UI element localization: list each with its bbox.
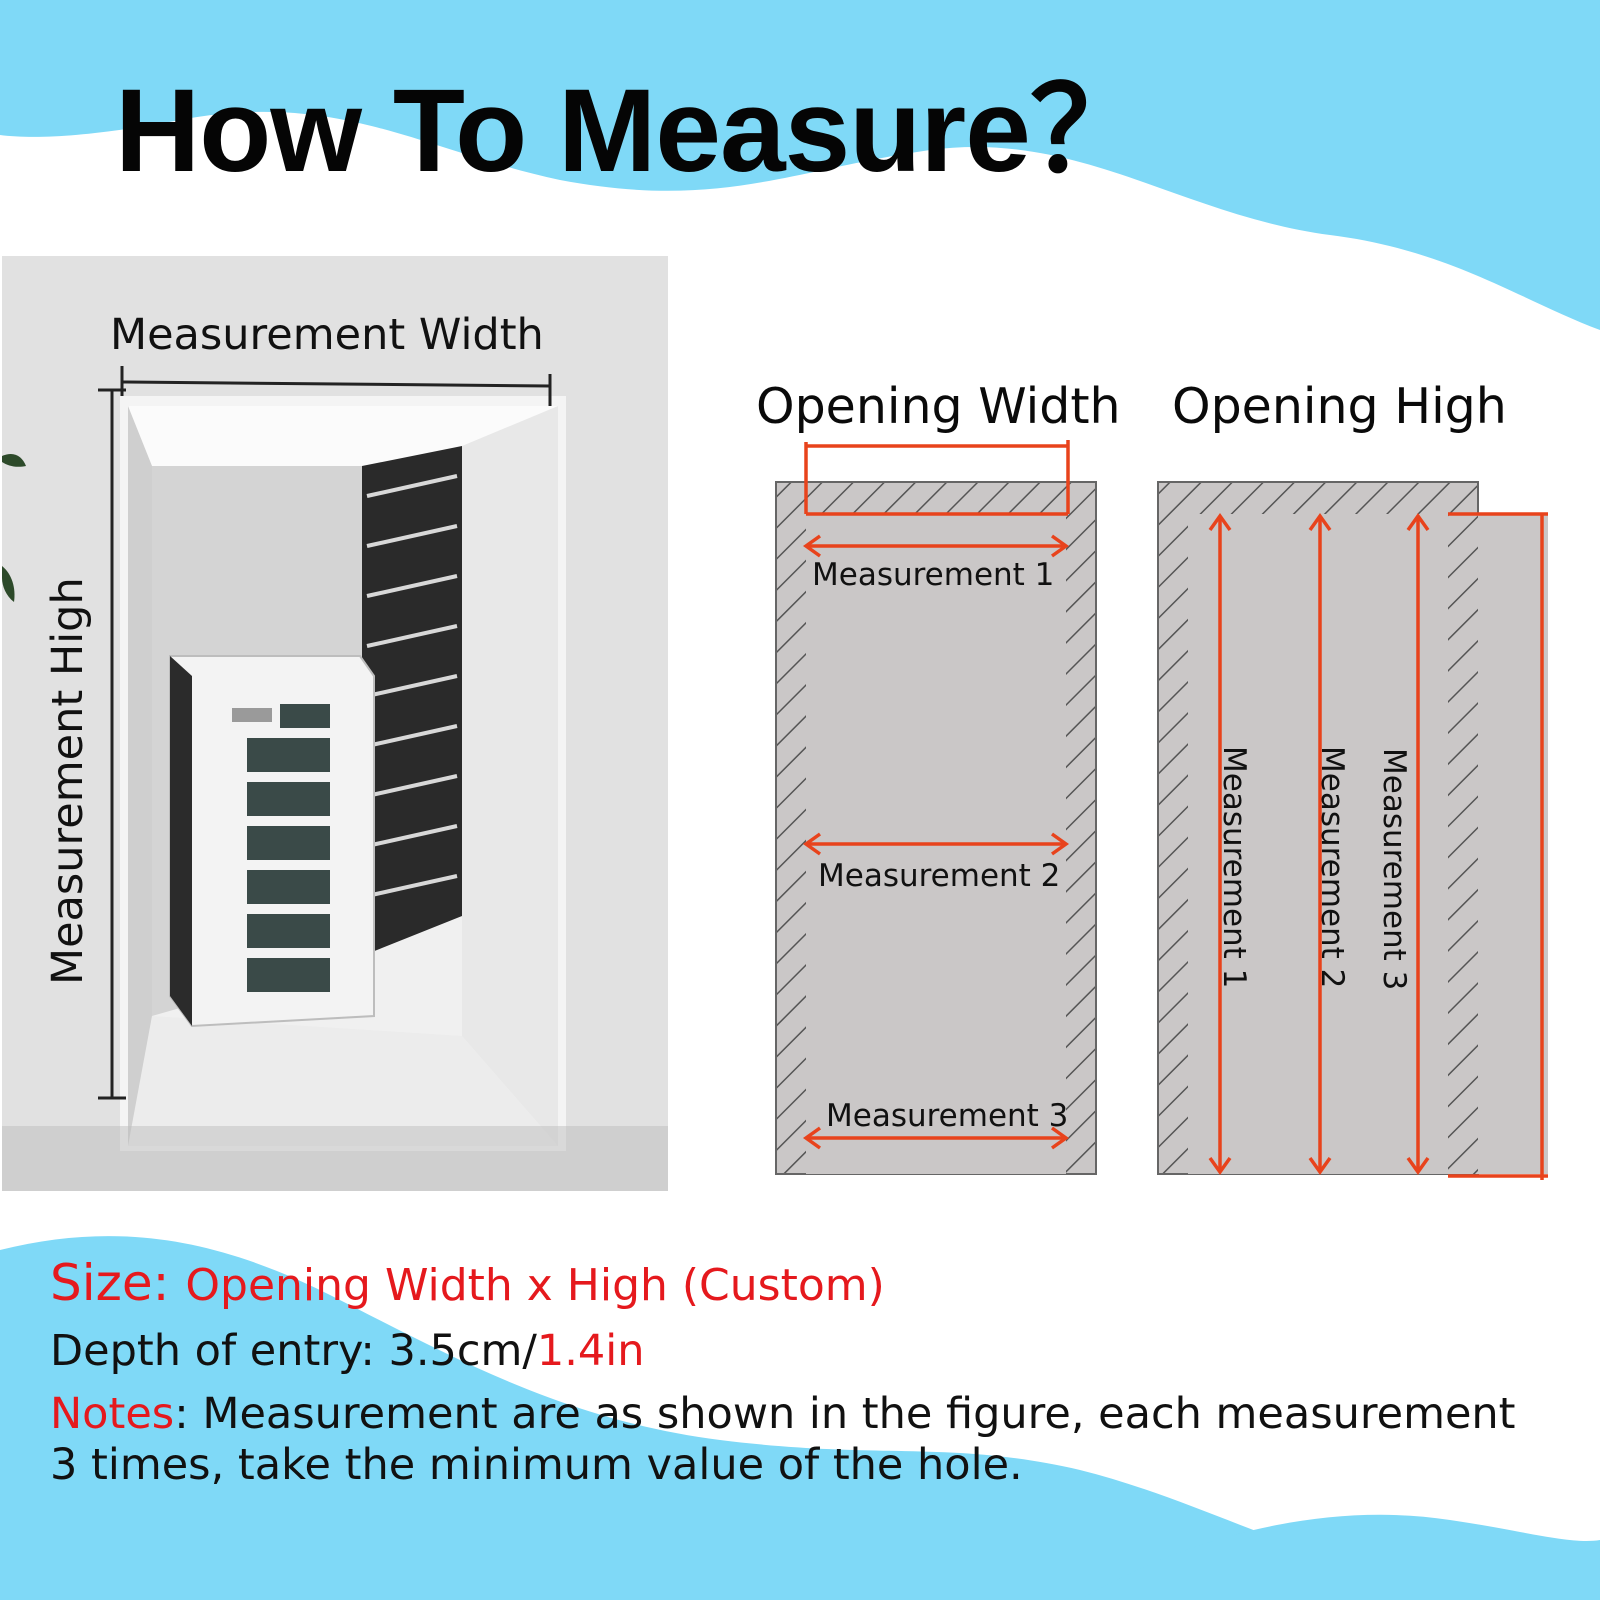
- width-measurement-1-label: Measurement 1: [812, 557, 1055, 593]
- info-block: Size: Opening Width x High (Custom) Dept…: [50, 1258, 1516, 1487]
- height-measurement-3-label: Measurement 3: [1376, 748, 1412, 991]
- width-measurement-3-label: Measurement 3: [826, 1098, 1069, 1134]
- opening-width-diagram: [775, 440, 1097, 1175]
- page-title: How To Measure？: [115, 65, 1148, 197]
- width-measurement-2-label: Measurement 2: [818, 858, 1061, 894]
- notes-line-2: 3 times, take the minimum value of the h…: [50, 1440, 1023, 1490]
- notes-text: : Measurement are as shown in the figure…: [174, 1389, 1516, 1439]
- height-measurement-1-label: Measurement 1: [1216, 746, 1252, 989]
- opening-width-title: Opening Width: [756, 378, 1121, 435]
- measurement-width-label: Measurement Width: [110, 310, 544, 360]
- size-value: Opening Width x High (Custom): [185, 1260, 885, 1311]
- niche-photo: [2, 256, 668, 1191]
- depth-line: Depth of entry: 3.5cm/1.4in: [50, 1330, 1516, 1373]
- height-measurement-2-label: Measurement 2: [1314, 746, 1350, 989]
- opening-high-title: Opening High: [1172, 378, 1507, 435]
- size-line: Size: Opening Width x High (Custom): [50, 1258, 1516, 1308]
- depth-label: Depth of entry: 3.5cm/: [50, 1326, 537, 1376]
- notes-label: Notes: [50, 1389, 175, 1439]
- notes-line: Notes: Measurement are as shown in the f…: [50, 1393, 1516, 1436]
- measurement-high-label: Measurement High: [43, 577, 93, 985]
- depth-value: 1.4in: [536, 1326, 645, 1376]
- opening-high-diagram: [1157, 481, 1548, 1180]
- size-label: Size:: [50, 1254, 170, 1312]
